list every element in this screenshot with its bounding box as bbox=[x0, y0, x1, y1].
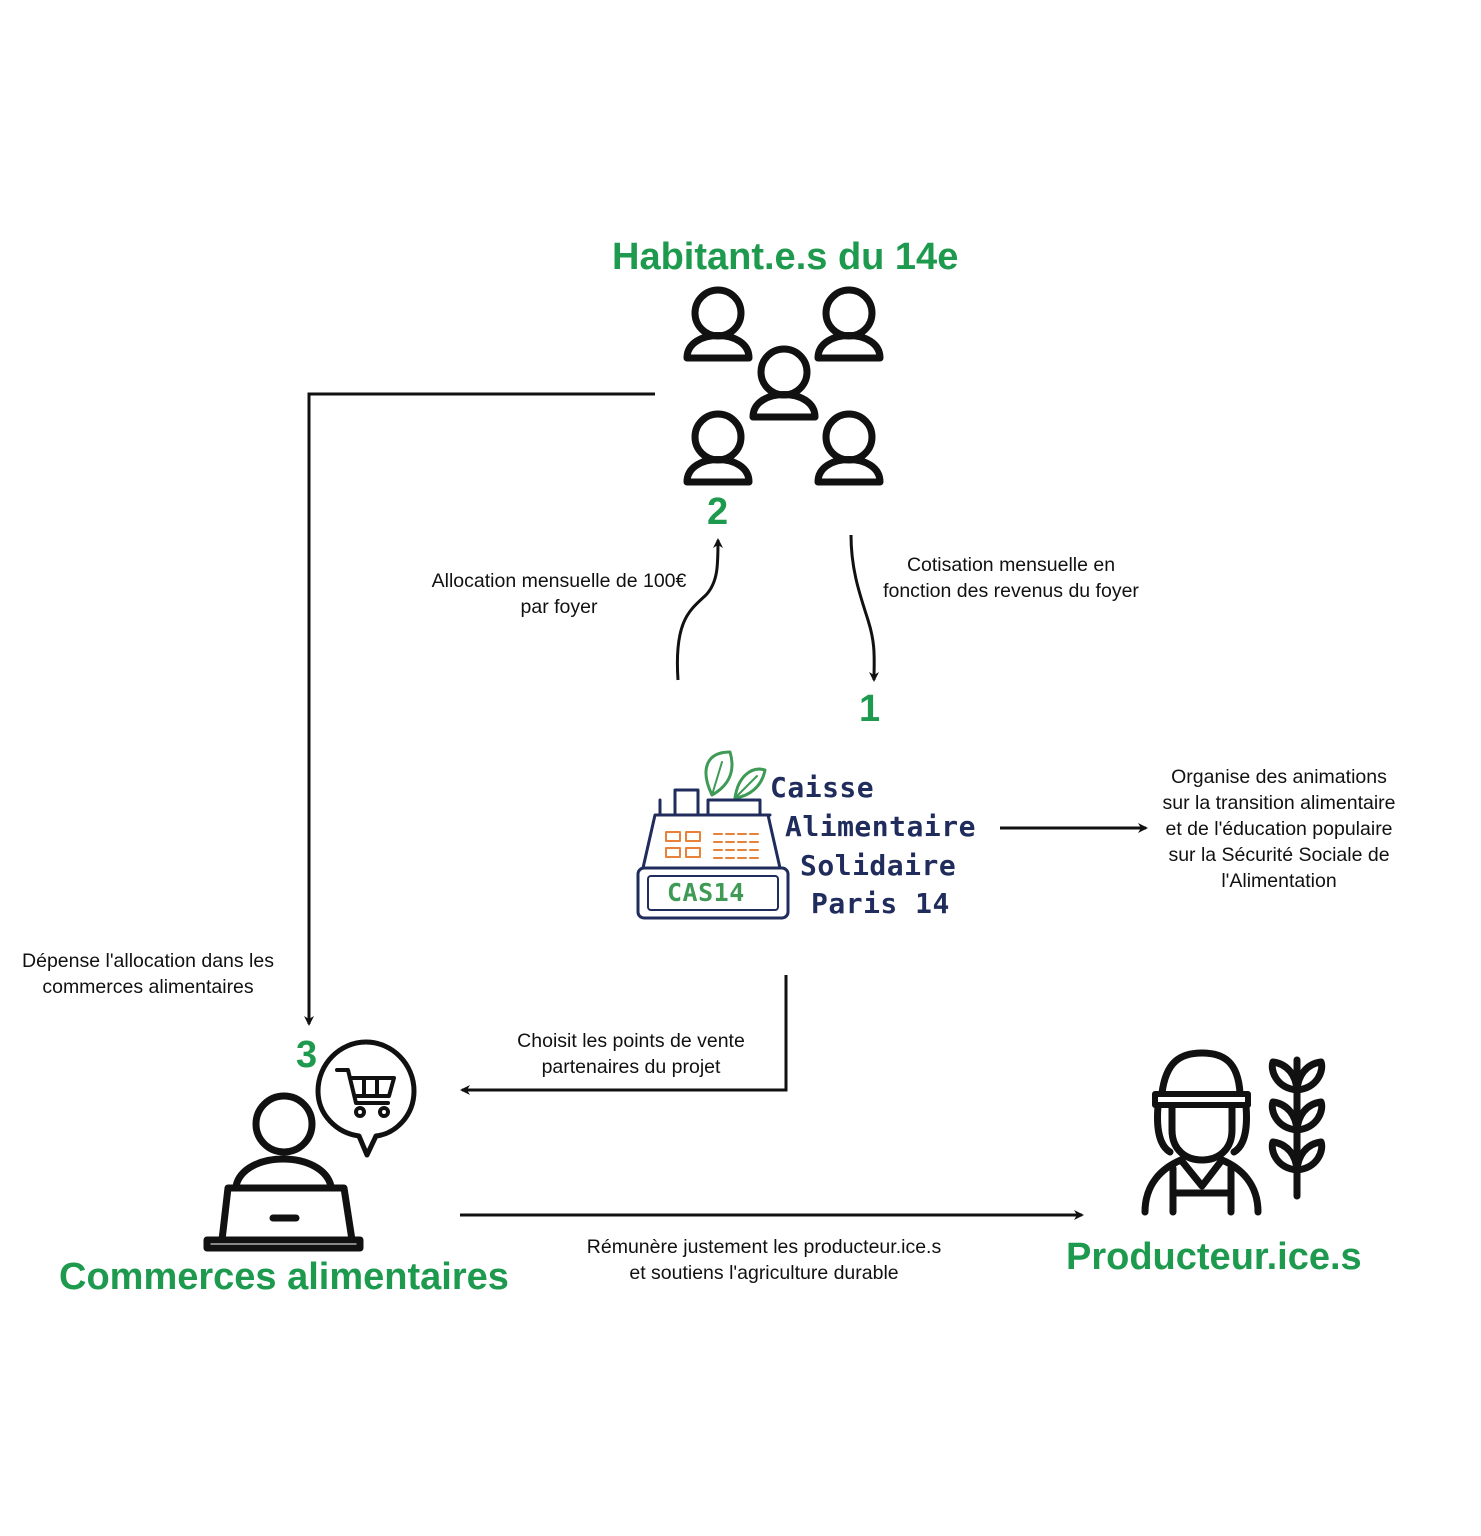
arrow-cotisation bbox=[849, 534, 880, 682]
step-number-2: 2 bbox=[707, 491, 729, 533]
arrow-depense bbox=[304, 392, 655, 1026]
cart-icon bbox=[335, 1068, 396, 1118]
logo-word-caisse: Caisse bbox=[770, 771, 875, 804]
label-allocation: Allocation mensuelle de 100€ par foyer bbox=[431, 570, 687, 618]
step-number-3: 3 bbox=[296, 1034, 318, 1076]
logo-word-paris14: Paris 14 bbox=[811, 887, 950, 920]
person-icon bbox=[814, 286, 884, 362]
step-number-1: 1 bbox=[859, 688, 881, 730]
person-icon bbox=[749, 345, 819, 421]
logo-word-alimentaire: Alimentaire bbox=[785, 810, 976, 843]
habitants-title: Habitant.e.s du 14e bbox=[612, 236, 959, 278]
logo-word-solidaire: Solidaire bbox=[800, 849, 957, 882]
commerces-title: Commerces alimentaires bbox=[59, 1256, 509, 1298]
label-cotisation: Cotisation mensuelle en fonction des rev… bbox=[883, 554, 1139, 602]
label-depense: Dépense l'allocation dans les commerces … bbox=[22, 950, 274, 998]
label-choisit: Choisit les points de vente partenaires … bbox=[517, 1030, 745, 1078]
person-icon bbox=[683, 286, 753, 362]
label-remunere: Rémunère justement les producteur.ice.s … bbox=[586, 1236, 942, 1284]
register-label: CAS14 bbox=[667, 878, 745, 907]
producteurs-title: Producteur.ice.s bbox=[1066, 1236, 1362, 1278]
person-icon bbox=[814, 410, 884, 486]
arrow-allocation bbox=[675, 538, 723, 681]
arrow-choisit bbox=[460, 975, 788, 1095]
person-icon bbox=[683, 410, 753, 486]
label-animations: Organise des animations sur la transitio… bbox=[1162, 766, 1396, 892]
